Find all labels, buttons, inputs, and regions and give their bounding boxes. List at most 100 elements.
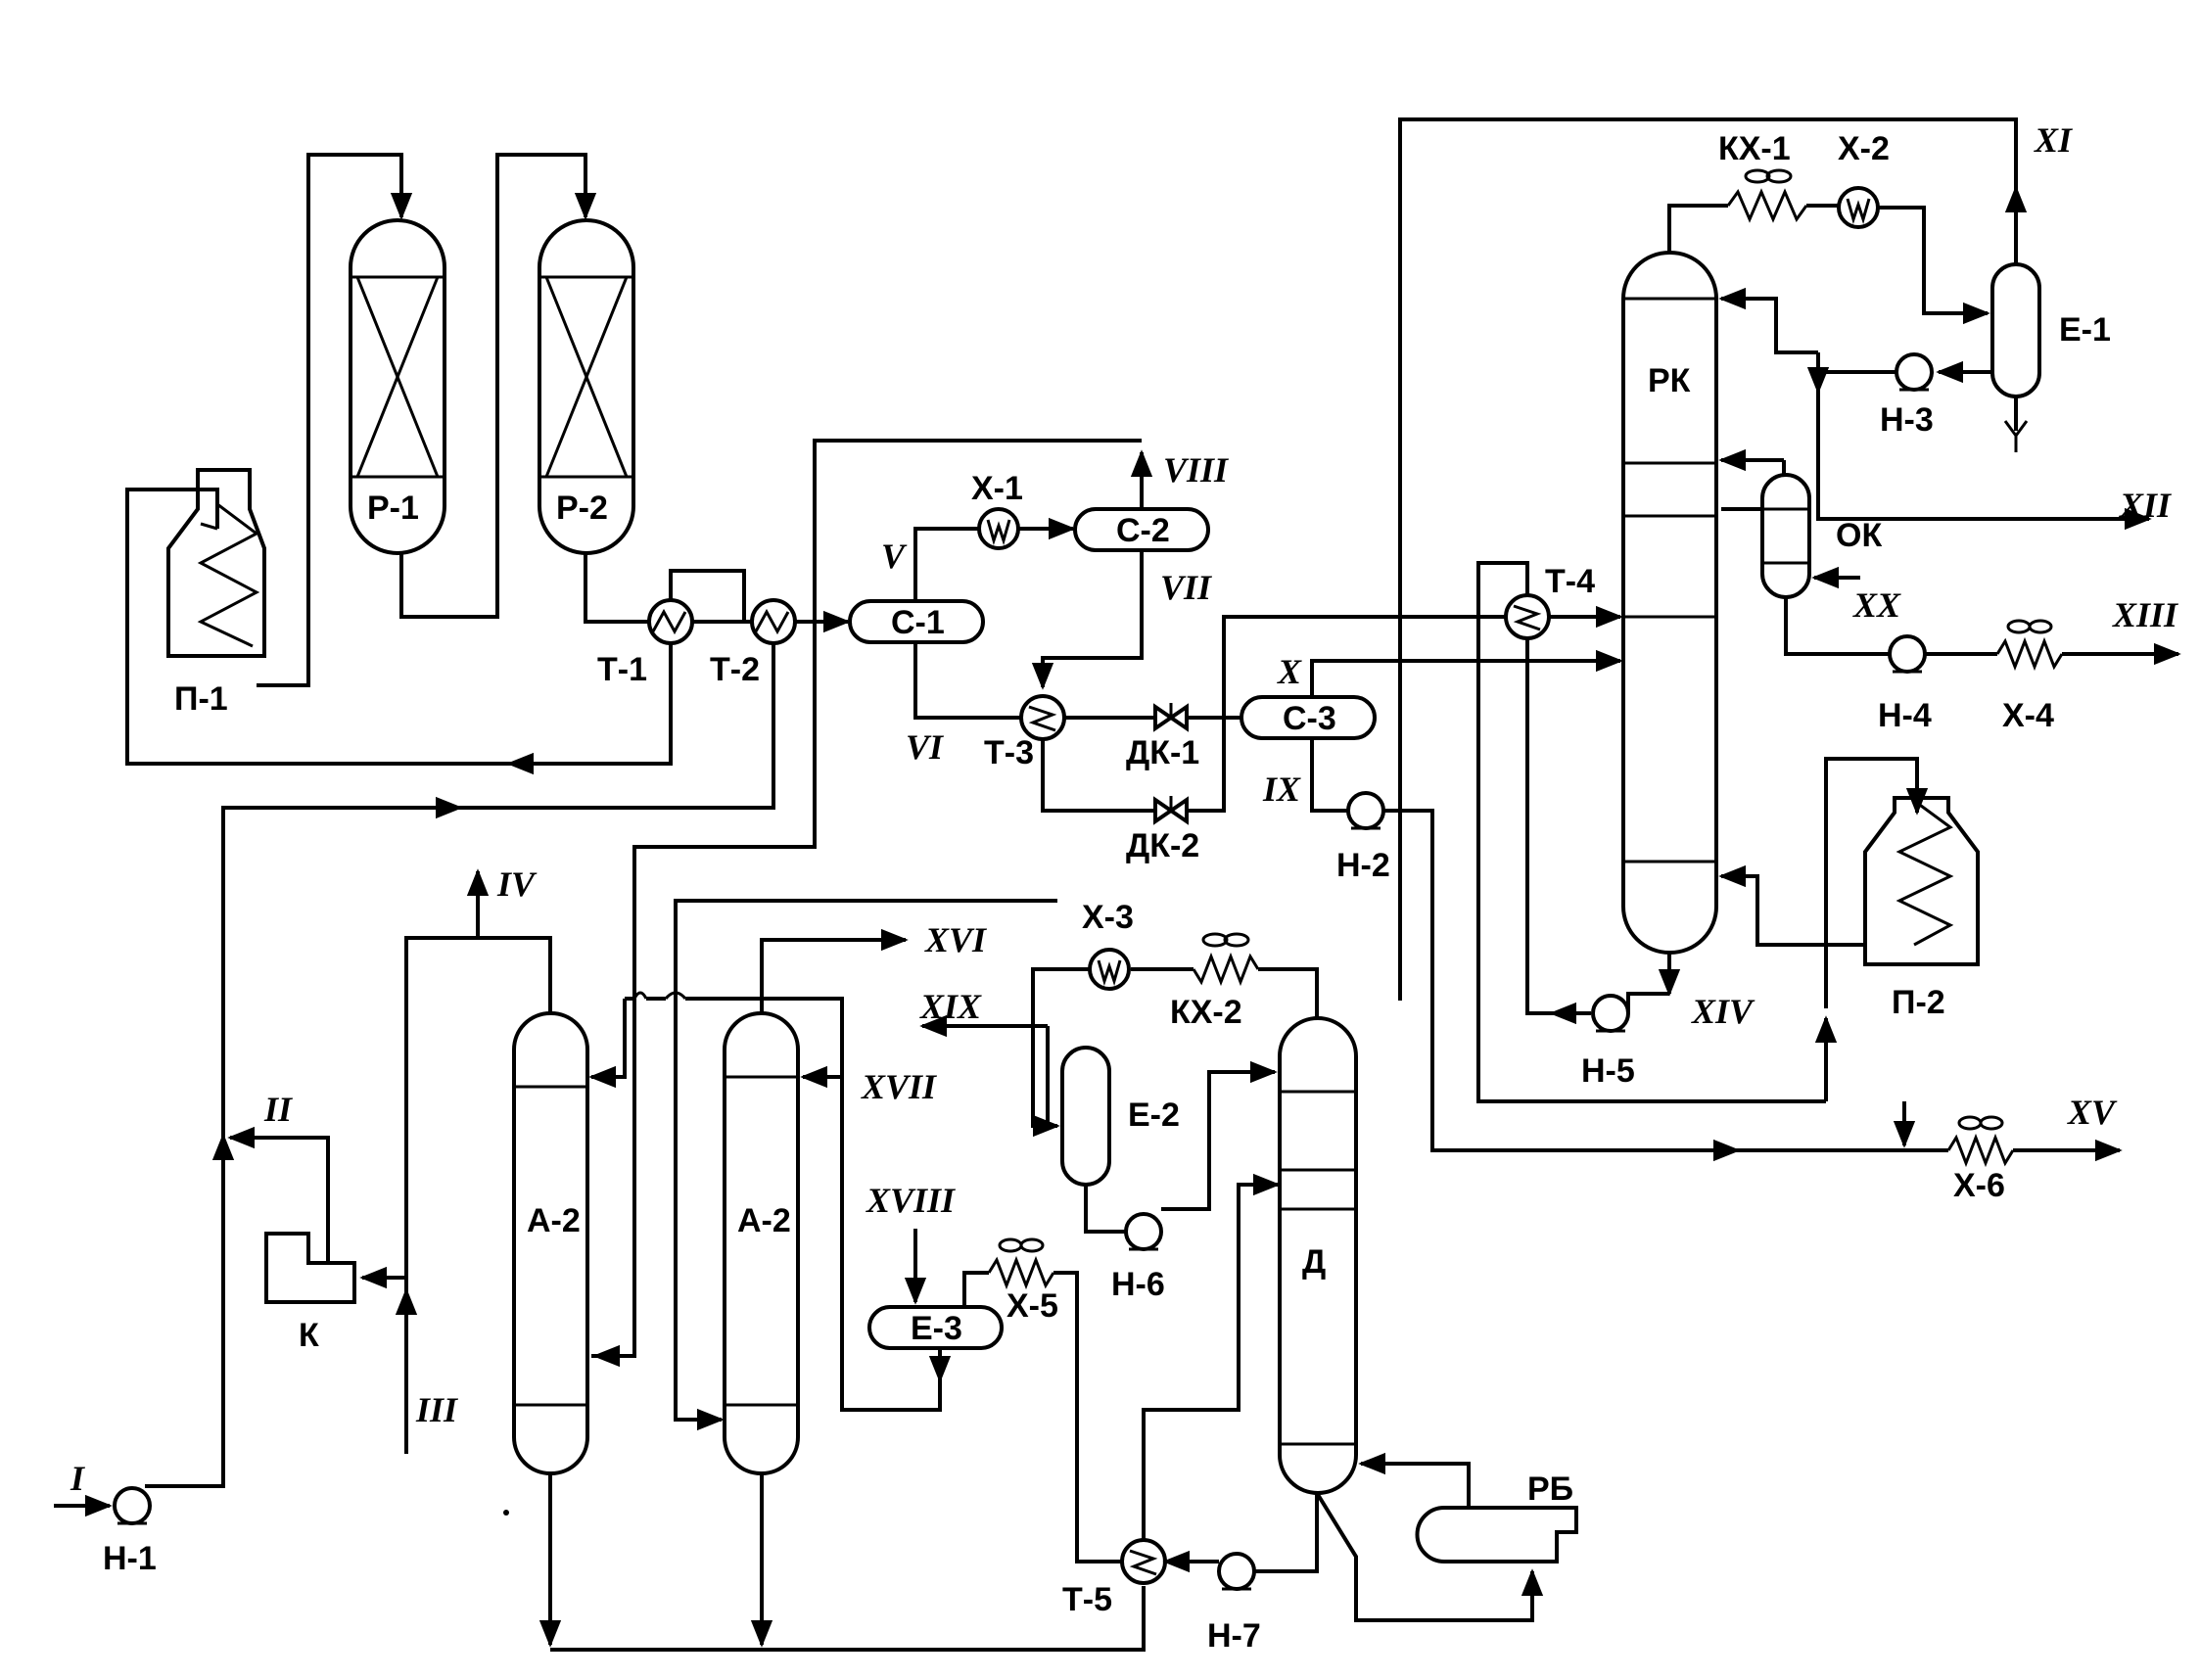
c3-label: С-3 (1283, 700, 1336, 737)
x3-label: Х-3 (1082, 899, 1134, 936)
pipe-d-overhead (1258, 967, 1319, 1018)
pipe-c2-liquid (1031, 550, 1144, 690)
pipe-rk-to-h5 (1626, 992, 1669, 1013)
reboiler-rb (1415, 1506, 1578, 1563)
stream-VIII: VIII (1163, 450, 1230, 490)
h5-label: Н-5 (1581, 1052, 1635, 1090)
r2-label: Р-2 (556, 490, 608, 527)
pipe-t1-bypass (669, 569, 746, 622)
rb-label: РБ (1527, 1470, 1573, 1508)
t2-label: Т-2 (710, 651, 760, 688)
cooler-x1 (977, 507, 1020, 550)
valve-dk1 (1153, 703, 1189, 732)
heat-exchanger-t4 (1504, 593, 1551, 640)
stream-XVII: XVII (861, 1067, 938, 1106)
reactor-r1 (349, 218, 446, 555)
heat-exchanger-t5 (1120, 1538, 1167, 1585)
e1-label: Е-1 (2059, 311, 2111, 349)
stream-XII: XII (2119, 486, 2173, 525)
r1-label: Р-1 (367, 490, 419, 527)
separator-c3 (1240, 695, 1377, 740)
stream-XIV: XIV (1691, 992, 1755, 1031)
stream-IV: IV (496, 864, 538, 904)
t4-label: Т-4 (1545, 563, 1595, 600)
stream-XIII: XIII (2112, 595, 2179, 634)
pipe-t3-to-dk2 (1041, 739, 1163, 813)
stream-III: III (415, 1390, 459, 1429)
a2-right-label: А-2 (737, 1202, 791, 1239)
pump-h4 (1888, 634, 1927, 674)
drum-e3 (867, 1305, 1004, 1350)
e1-drain (2003, 420, 2029, 452)
pipe-iii-line (404, 936, 478, 1454)
h4-label: Н-4 (1878, 697, 1932, 734)
stream-XIX: XIX (919, 987, 982, 1026)
pipe-c3-liquid (1310, 738, 1349, 813)
drum-e2 (1060, 1046, 1111, 1187)
pipe-a2l-inlet (588, 999, 627, 1089)
pipe-t4-loop (1476, 561, 1826, 1103)
h2-label: Н-2 (1336, 847, 1390, 884)
pipe-gas-to-a2 (591, 439, 1142, 1358)
pipe-a2l-top (478, 936, 552, 1013)
k-label: К (299, 1317, 319, 1354)
stream-VI: VI (906, 727, 945, 767)
air-cooler-x6 (1946, 1115, 2015, 1168)
x1-label: Х-1 (971, 470, 1023, 507)
d-label: Д (1302, 1243, 1326, 1281)
pipe-t1-to-p1 (125, 488, 673, 766)
h3-label: Н-3 (1880, 401, 1934, 439)
pipe-d-to-rb (1315, 1491, 1544, 1622)
speck (503, 1510, 509, 1516)
reactor-r2 (538, 218, 635, 555)
stream-XVI: XVI (924, 920, 988, 959)
stream-XV: XV (2067, 1093, 2118, 1132)
stream-VII: VII (1160, 568, 1213, 607)
pipe-a2-link (625, 997, 942, 1412)
air-cooler-kx1 (1726, 168, 1808, 223)
pipe-r2-out (584, 553, 651, 624)
stream-XX: XX (1852, 585, 1901, 625)
pipe-x3-to-e2 (1031, 967, 1090, 1138)
t3-label: Т-3 (984, 734, 1034, 771)
pipe-t5-to-d (1142, 1183, 1273, 1540)
pipe-r1-to-r2 (399, 153, 597, 619)
t5-label: Т-5 (1062, 1581, 1112, 1618)
stream-V: V (881, 537, 908, 576)
pump-h2 (1346, 791, 1385, 830)
column-d (1278, 1016, 1358, 1495)
x4-label: Х-4 (2002, 697, 2054, 734)
x5-label: Х-5 (1006, 1287, 1058, 1325)
pipe-rich-solvent (550, 1586, 1146, 1652)
air-cooler-kx2 (1192, 932, 1260, 987)
furnace-p2 (1863, 796, 1980, 966)
pipe-rk-overhead (1667, 204, 1728, 253)
stream-XI: XI (2034, 120, 2074, 160)
pipe-reflux (1718, 287, 1818, 354)
hop-marks (632, 991, 687, 1001)
pipe-dk1-to-t4 (1187, 615, 1434, 720)
p2-label: П-2 (1892, 984, 1945, 1021)
heat-exchanger-t3 (1019, 694, 1066, 741)
pipe-dk2-join (1187, 718, 1226, 813)
heat-exchanger-t2 (750, 598, 797, 645)
pipe-c3-vapor (1310, 659, 1620, 697)
column-rk (1621, 251, 1718, 955)
air-cooler-x5 (987, 1237, 1055, 1290)
absorber-a2-left (512, 1011, 589, 1475)
pump-h5 (1591, 994, 1630, 1033)
pipe-d-bottom-h7 (1254, 1493, 1319, 1573)
pipe-x2-to-e1 (1878, 206, 1990, 325)
h6-label: Н-6 (1111, 1266, 1165, 1303)
absorber-a2-right (723, 1011, 800, 1475)
pipe-e1-gas-line (1398, 117, 2018, 1001)
pipe-e3-x5 (962, 1271, 989, 1307)
c1-label: С-1 (891, 604, 945, 641)
pipe-h6-reflux (1161, 1060, 1278, 1211)
stream-IX: IX (1262, 770, 1301, 809)
compressor-k (264, 1232, 356, 1304)
ok-label: ОК (1836, 517, 1882, 554)
pipe-c1-vapor (913, 527, 979, 601)
h7-label: Н-7 (1207, 1617, 1261, 1655)
